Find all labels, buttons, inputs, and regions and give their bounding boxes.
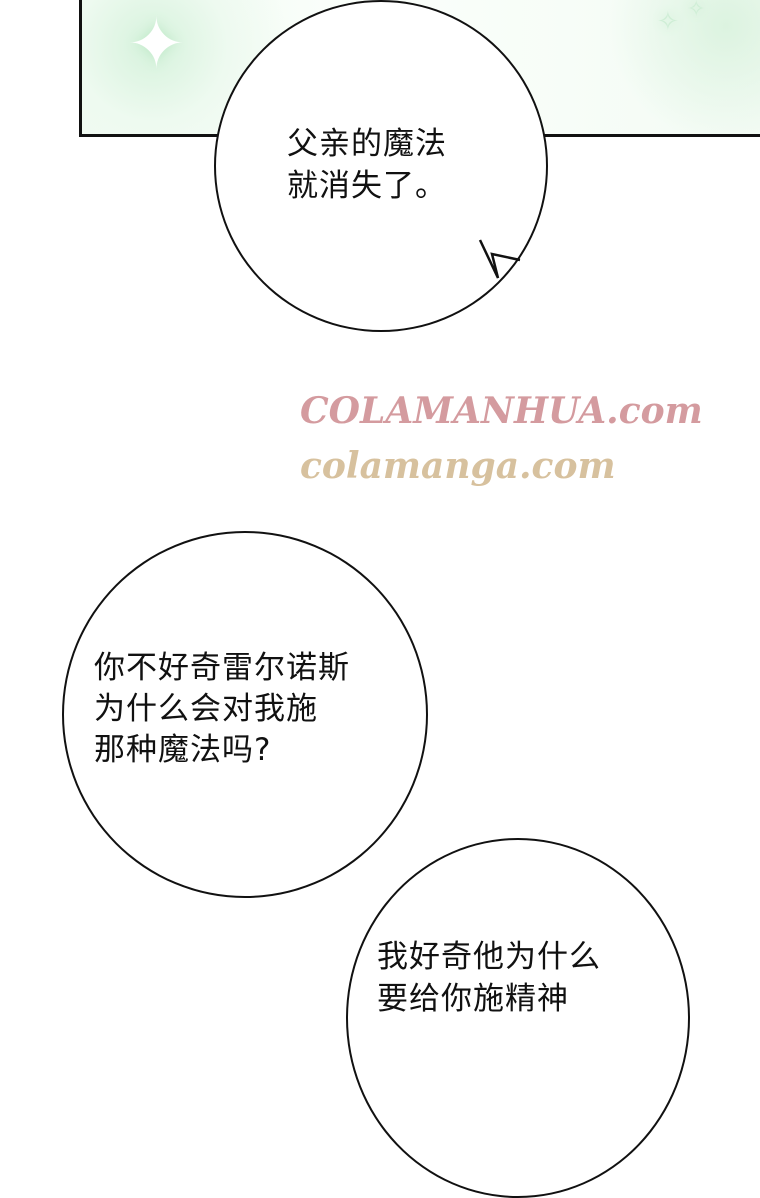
- bubble-line: 那种魔法吗?: [94, 732, 272, 768]
- bubble-line: 我好奇他为什么: [377, 939, 601, 975]
- speech-bubble-1: [214, 0, 548, 332]
- sparkle-icon: ✧: [687, 0, 706, 22]
- watermark-line-2: colamanga.com: [300, 445, 616, 487]
- bubble-1-text: 父亲的魔法就消失了。: [287, 123, 447, 207]
- bubble-3-text: 我好奇他为什么要给你施精神: [377, 936, 601, 1020]
- watermark-line-1: COLAMANHUA.com: [300, 390, 703, 432]
- bubble-line: 父亲的魔法: [287, 126, 447, 162]
- bubble-line: 要给你施精神: [377, 981, 569, 1017]
- sparkle-icon: ✧: [657, 7, 679, 37]
- speech-bubble-tail: [478, 239, 521, 279]
- speech-bubble-2: [62, 531, 428, 898]
- bubble-line: 你不好奇雷尔诺斯: [94, 650, 350, 686]
- bubble-line: 就消失了。: [287, 168, 447, 204]
- bubble-line: 为什么会对我施: [94, 691, 318, 727]
- bubble-2-text: 你不好奇雷尔诺斯为什么会对我施那种魔法吗?: [94, 648, 350, 771]
- sparkle-icon: ✦: [127, 3, 186, 85]
